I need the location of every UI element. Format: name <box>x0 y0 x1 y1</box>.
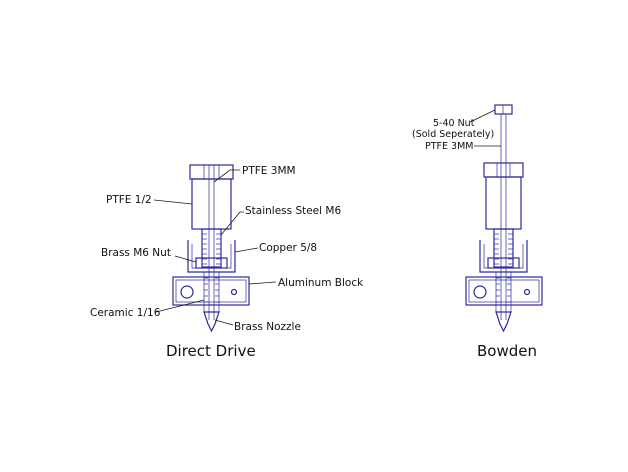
dd-aluminum-block <box>172 276 250 306</box>
dd-leader-stainless <box>220 211 244 236</box>
bw-ptfe-half-tube <box>485 176 522 230</box>
label-brass-m6-nut: Brass M6 Nut <box>101 247 171 259</box>
dd-copper-cup-inner <box>191 244 232 269</box>
bw-copper-cup-inner <box>483 244 524 269</box>
dd-leader-ptfe-half <box>153 199 193 205</box>
dd-thread-marks <box>202 233 221 265</box>
label-copper: Copper 5/8 <box>259 242 317 254</box>
dd-sensor-hole <box>230 288 238 296</box>
label-stainless-steel-m6: Stainless Steel M6 <box>245 205 341 217</box>
bw-block-thread-marks <box>496 277 511 303</box>
bw-brass-nozzle <box>495 311 512 333</box>
dd-ptfe-half-tube <box>191 178 232 230</box>
dd-leader-copper <box>234 247 259 253</box>
bw-aluminum-block-inner <box>468 279 540 303</box>
dd-leader-ptfe-3mm <box>213 169 240 183</box>
caption-direct-drive: Direct Drive <box>166 342 256 360</box>
dd-brass-nozzle <box>203 311 220 333</box>
dd-ptfe-cap <box>189 164 234 180</box>
label-brass-nozzle: Brass Nozzle <box>234 321 301 333</box>
dd-leader-brass-nut <box>174 255 197 263</box>
dd-aluminum-block-inner <box>175 279 247 303</box>
label-bowden-nut-note: (Sold Seperately) <box>412 129 494 140</box>
bowden-assembly <box>465 104 543 333</box>
dd-leader-nozzle <box>214 319 234 326</box>
label-bowden-nut: 5-40 Nut <box>433 118 475 129</box>
label-ptfe-half: PTFE 1/2 <box>106 194 152 206</box>
bw-5-40-nut <box>494 104 513 115</box>
dd-heater-hole <box>180 285 194 299</box>
dd-stainless-m6 <box>201 228 222 268</box>
label-ceramic: Ceramic 1/16 <box>90 307 161 319</box>
bw-stainless-m6 <box>493 228 514 268</box>
bw-heater-hole <box>473 285 487 299</box>
label-aluminum-block: Aluminum Block <box>278 277 364 289</box>
caption-bowden: Bowden <box>477 342 537 360</box>
dd-brass-m6-nut <box>195 257 228 269</box>
label-bowden-ptfe-3mm: PTFE 3MM <box>425 141 473 152</box>
label-ptfe-3mm: PTFE 3MM <box>242 165 296 177</box>
dd-leader-ceramic <box>155 299 205 313</box>
bw-sensor-hole <box>523 288 531 296</box>
direct-drive-assembly <box>153 164 277 333</box>
bw-brass-m6-nut <box>487 257 520 269</box>
bw-aluminum-block <box>465 276 543 306</box>
bw-thread-marks <box>494 233 513 265</box>
bw-ptfe-cap <box>483 162 524 178</box>
dd-leader-aluminum <box>248 281 277 285</box>
bw-leader-nut <box>469 109 496 123</box>
dd-block-thread-marks <box>204 277 219 303</box>
